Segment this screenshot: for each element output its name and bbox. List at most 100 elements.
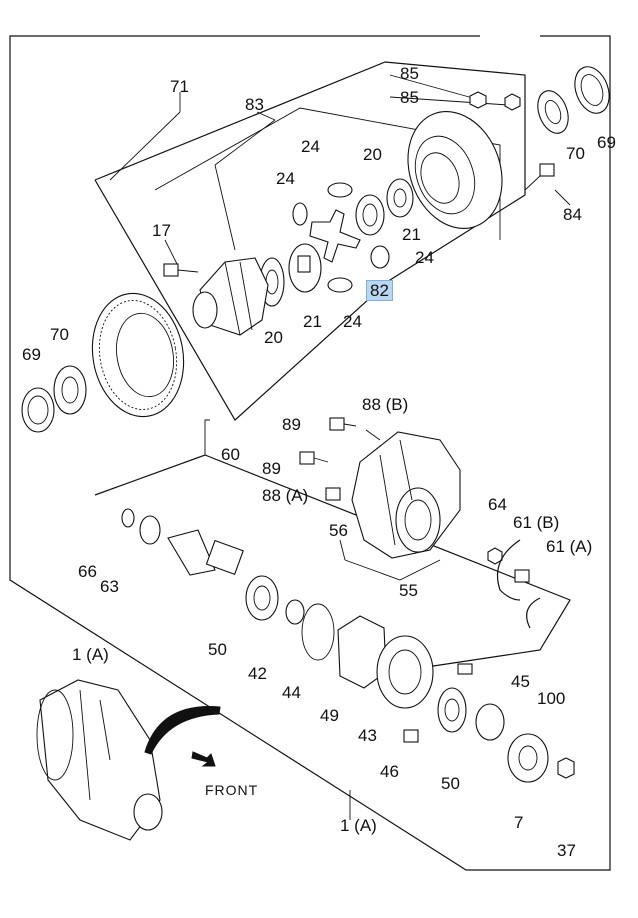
pinion-leader — [204, 419, 210, 455]
bearing-50-right-inner — [444, 698, 460, 722]
pinion-gear-24b — [292, 202, 308, 226]
diff-box — [94, 61, 526, 421]
spider-cross-82 — [309, 209, 361, 263]
carrier-bore-inner — [404, 499, 432, 541]
assembly-rib1 — [99, 699, 111, 761]
rotation-arrow — [144, 706, 221, 755]
callout-1a-top: 1 (A) — [72, 645, 109, 664]
callout-85-bottom: 85 — [400, 88, 419, 107]
side-gear-21-top — [355, 194, 385, 236]
drive-pinion — [167, 529, 216, 576]
leader-71b — [109, 111, 181, 181]
callout-69-top: 69 — [597, 133, 616, 152]
pinion-gear-24d — [327, 277, 353, 293]
callout-70-top: 70 — [566, 144, 585, 163]
callout-50-right: 50 — [441, 774, 460, 793]
washer-20-top — [386, 178, 414, 218]
callout-20-top: 20 — [363, 145, 382, 164]
nut-64 — [487, 547, 503, 565]
leader-83c — [214, 164, 236, 251]
callout-70-left: 70 — [50, 325, 69, 344]
retainer-43-bore — [388, 649, 422, 695]
callout-55: 55 — [399, 581, 418, 600]
diff-case — [199, 257, 269, 336]
carrier-bore — [395, 487, 441, 553]
callout-46: 46 — [380, 762, 399, 781]
bearing-69-top-inner — [580, 74, 604, 106]
callout-69-left: 69 — [22, 345, 41, 364]
callout-88b: 88 (B) — [362, 395, 409, 414]
clip-61a — [526, 597, 541, 629]
callout-45: 45 — [511, 672, 530, 691]
flange-7-hub — [518, 745, 538, 771]
callout-61a: 61 (A) — [546, 537, 593, 556]
callout-82-highlight: 82 — [366, 280, 393, 301]
bearing-70-left-inner — [61, 376, 79, 404]
assembly-rib2 — [79, 689, 91, 801]
bearing-69-left — [21, 387, 55, 433]
bearing-50-right — [437, 687, 467, 733]
callout-56: 56 — [329, 521, 348, 540]
nut-85a — [469, 91, 487, 109]
side-gear-21-bottom-hub — [297, 255, 311, 273]
bolt-89-mid-shank — [313, 457, 329, 463]
callout-61b: 61 (B) — [513, 513, 560, 532]
side-gear-21-top-hole — [362, 203, 378, 227]
callout-89-mid: 89 — [262, 459, 281, 478]
diff-case-hub — [192, 291, 218, 329]
callout-82: 82 — [366, 280, 393, 301]
callout-49: 49 — [320, 706, 339, 725]
callout-85-top: 85 — [400, 64, 419, 83]
callout-7: 7 — [514, 813, 524, 832]
callout-24-d: 24 — [343, 312, 362, 331]
bearing-70-top-inner — [544, 100, 562, 124]
bolt-84 — [539, 163, 555, 177]
leader-56 — [339, 539, 346, 561]
callout-66: 66 — [78, 562, 97, 581]
shim-44 — [301, 603, 335, 661]
diff-case-rib1 — [224, 261, 241, 336]
bearing-69-top — [574, 66, 610, 114]
bearing-70-left — [53, 365, 87, 415]
bolt-84-shank — [524, 175, 541, 191]
bolt-88a — [325, 487, 341, 501]
diff-case-half-bore — [414, 135, 476, 215]
callout-24-b: 24 — [276, 169, 295, 188]
callout-71: 71 — [170, 77, 189, 96]
callout-83: 83 — [245, 95, 264, 114]
pinion-gear-24a — [327, 182, 353, 198]
leader-17 — [164, 239, 179, 267]
ring-gear-bore — [116, 312, 174, 398]
diff-case-half-inner — [420, 152, 460, 204]
callout-21-bottom: 21 — [303, 312, 322, 331]
diff-case-rib2 — [239, 261, 253, 331]
assembly-1a — [39, 679, 161, 841]
assembly-ring — [36, 689, 74, 781]
callout-63: 63 — [100, 577, 119, 596]
nut-85b — [504, 93, 521, 111]
carrier-rib1 — [379, 454, 396, 546]
frame-outline — [9, 35, 611, 871]
bolt-17 — [163, 263, 179, 277]
callout-37: 37 — [557, 841, 576, 860]
seal-100 — [475, 703, 505, 741]
callout-21-top: 21 — [402, 225, 421, 244]
bolt-46 — [403, 729, 419, 743]
callout-89-top: 89 — [282, 415, 301, 434]
bearing-63 — [139, 515, 161, 545]
callout-84: 84 — [563, 205, 582, 224]
callout-42: 42 — [248, 664, 267, 683]
assembly-flange — [133, 793, 163, 831]
callout-20-bottom: 20 — [264, 328, 283, 347]
bolt-89-top-shank — [343, 423, 357, 427]
front-label: FRONT — [205, 782, 259, 798]
bearing-50-left-inner — [253, 585, 271, 611]
bolt-17-shank — [177, 269, 199, 273]
callout-24-c: 24 — [415, 248, 434, 267]
leader-83 — [256, 111, 276, 121]
ring-gear-teeth — [98, 299, 178, 411]
clip-61b — [496, 539, 521, 601]
retainer-43 — [376, 635, 434, 709]
callout-24-a: 24 — [301, 137, 320, 156]
